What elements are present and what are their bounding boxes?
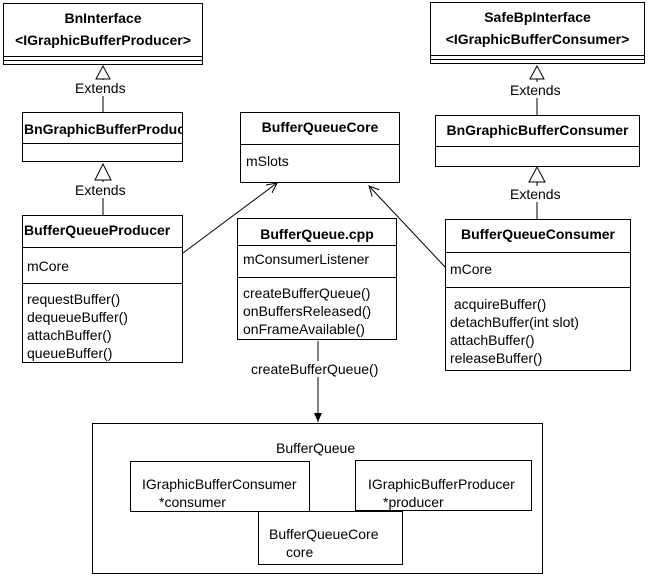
- method-on-buffers-released: onBuffersReleased(): [243, 303, 372, 319]
- inheritance-triangle-icon: [528, 165, 546, 183]
- divider: [4, 56, 202, 57]
- class-buffer-queue-core[interactable]: BufferQueueCore mSlots: [240, 112, 400, 183]
- inheritance-triangle-icon: [529, 64, 545, 80]
- association-consumer-to-core: [369, 186, 447, 269]
- divider: [431, 59, 644, 60]
- method-on-frame-available: onFrameAvailable(): [243, 321, 365, 337]
- extends-label: Extends: [75, 182, 126, 198]
- method-attach-buffer: attachBuffer(): [450, 332, 535, 348]
- create-label: createBufferQueue(): [251, 361, 379, 377]
- class-name: BnInterface: [64, 10, 142, 26]
- class-name: SafeBpInterface: [484, 9, 591, 25]
- class-safe-bp-interface[interactable]: SafeBpInterface <IGraphicBufferConsumer>: [430, 2, 645, 64]
- class-stereotype: <IGraphicBufferConsumer>: [445, 31, 630, 47]
- class-name: BufferQueue.cpp: [260, 226, 374, 242]
- divider: [446, 252, 630, 253]
- class-name: BnGraphicBufferProducer: [24, 121, 183, 137]
- method-create-buffer-queue: createBufferQueue(): [243, 285, 371, 301]
- member-var: *consumer: [159, 494, 226, 510]
- class-bn-interface[interactable]: BnInterface <IGraphicBufferProducer>: [3, 3, 203, 65]
- method-dequeue-buffer: dequeueBuffer(): [27, 309, 128, 325]
- association-producer-to-core: [182, 183, 277, 254]
- extends-label: Extends: [510, 186, 561, 202]
- member-core[interactable]: BufferQueueCore core: [258, 511, 403, 565]
- divider: [4, 60, 202, 61]
- divider: [238, 277, 396, 278]
- member-producer[interactable]: IGraphicBufferProducer *producer: [355, 460, 532, 511]
- class-buffer-queue-producer[interactable]: BufferQueueProducer mCore requestBuffer(…: [22, 215, 183, 363]
- method-release-buffer: releaseBuffer(): [450, 350, 543, 366]
- class-name: BnGraphicBufferConsumer: [446, 122, 629, 138]
- member-var: *producer: [383, 494, 444, 510]
- extends-label: Extends: [510, 82, 561, 98]
- member-consumer[interactable]: IGraphicBufferConsumer *consumer: [130, 461, 310, 512]
- divider: [241, 144, 399, 145]
- method-request-buffer: requestBuffer(): [27, 291, 121, 307]
- method-attach-buffer: attachBuffer(): [27, 327, 112, 343]
- divider: [436, 146, 639, 147]
- field-mslots: mSlots: [246, 153, 289, 169]
- buffer-queue-title: BufferQueue: [276, 440, 356, 456]
- divider: [446, 287, 630, 288]
- divider: [238, 245, 396, 246]
- method-queue-buffer: queueBuffer(): [27, 345, 113, 361]
- method-detach-buffer: detachBuffer(int slot): [450, 314, 579, 330]
- extends-label: Extends: [75, 80, 126, 96]
- class-stereotype: <IGraphicBufferProducer>: [15, 32, 191, 48]
- member-type: IGraphicBufferConsumer: [142, 476, 297, 492]
- field-mconsumer-listener: mConsumerListener: [243, 251, 370, 267]
- field-mcore: mCore: [450, 261, 493, 277]
- inheritance-triangle-icon: [94, 162, 112, 181]
- member-var: core: [286, 544, 314, 560]
- divider: [23, 247, 182, 248]
- divider: [23, 143, 182, 144]
- member-type: BufferQueueCore: [269, 526, 379, 542]
- divider: [431, 55, 644, 56]
- class-name: BufferQueueProducer: [24, 222, 171, 238]
- class-buffer-queue-cpp[interactable]: BufferQueue.cpp mConsumerListener create…: [237, 218, 397, 340]
- divider: [23, 283, 182, 284]
- class-buffer-queue-consumer[interactable]: BufferQueueConsumer mCore acquireBuffer(…: [445, 219, 631, 371]
- class-name: BufferQueueConsumer: [460, 226, 616, 242]
- class-bn-graphic-buffer-producer[interactable]: BnGraphicBufferProducer: [22, 112, 183, 162]
- member-type: IGraphicBufferProducer: [368, 476, 515, 492]
- class-name: BufferQueueCore: [261, 119, 379, 135]
- class-bn-graphic-buffer-consumer[interactable]: BnGraphicBufferConsumer: [435, 115, 640, 167]
- inheritance-triangle-icon: [95, 64, 111, 80]
- method-acquire-buffer: acquireBuffer(): [450, 296, 547, 312]
- field-mcore: mCore: [27, 258, 70, 274]
